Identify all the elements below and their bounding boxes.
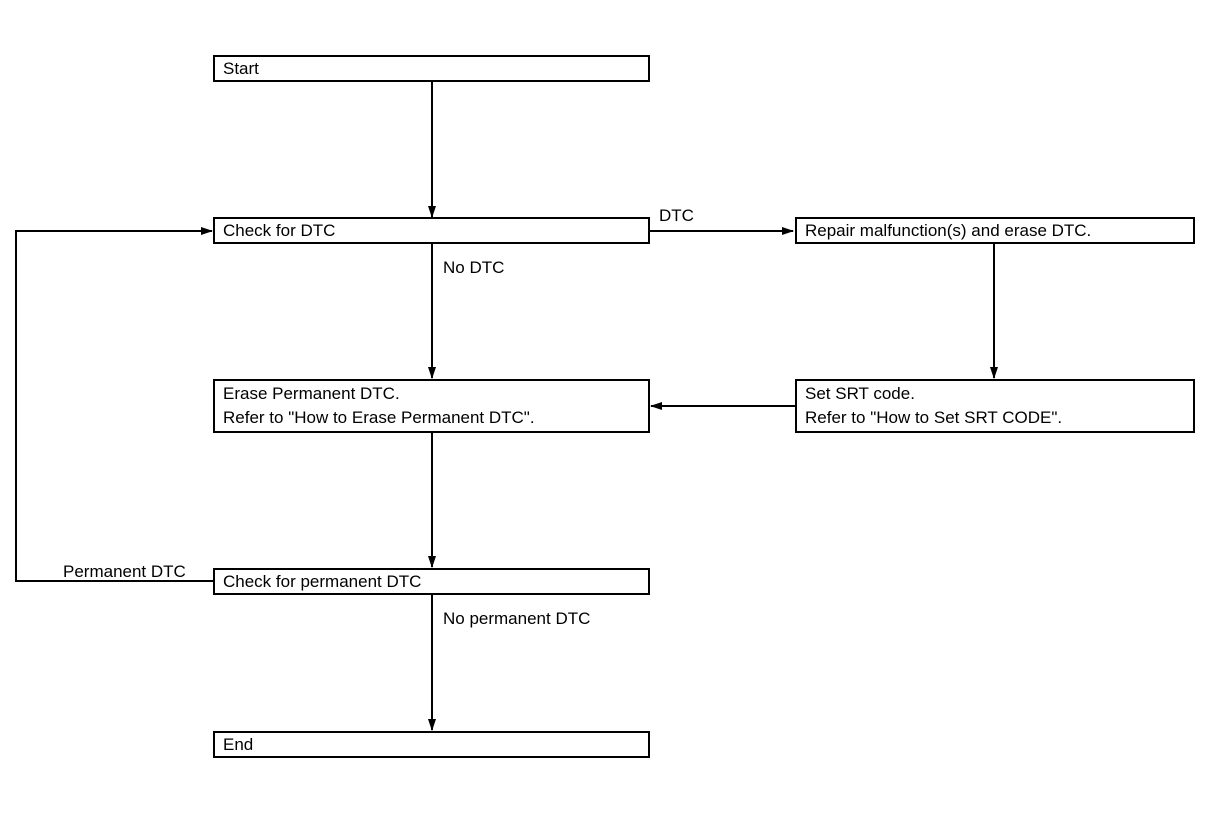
edge-label-no-permanent-dtc: No permanent DTC xyxy=(443,609,591,628)
set-srt-code-line-2: Refer to "How to Set SRT CODE". xyxy=(805,408,1063,427)
end-box-text: End xyxy=(223,735,254,754)
erase-permanent-dtc-line-1: Erase Permanent DTC. xyxy=(223,384,400,403)
edge-label-dtc: DTC xyxy=(659,206,694,225)
check-dtc-box: Check for DTC xyxy=(213,217,650,244)
check-permanent-dtc-box-text: Check for permanent DTC xyxy=(223,572,422,591)
repair-box-text: Repair malfunction(s) and erase DTC. xyxy=(805,221,1092,240)
check-dtc-box-text: Check for DTC xyxy=(223,221,336,240)
start-box: Start xyxy=(213,55,650,82)
check-permanent-dtc-box: Check for permanent DTC xyxy=(213,568,650,595)
repair-box: Repair malfunction(s) and erase DTC. xyxy=(795,217,1195,244)
edge-label-no-dtc: No DTC xyxy=(443,258,505,277)
erase-permanent-dtc-box: Erase Permanent DTC. Refer to "How to Er… xyxy=(213,379,650,433)
set-srt-code-line-1: Set SRT code. xyxy=(805,384,915,403)
erase-permanent-dtc-line-2: Refer to "How to Erase Permanent DTC". xyxy=(223,408,535,427)
end-box: End xyxy=(213,731,650,758)
set-srt-code-box: Set SRT code. Refer to "How to Set SRT C… xyxy=(795,379,1195,433)
arrow-check-permanent-loop-to-check-dtc xyxy=(15,227,214,582)
start-box-text: Start xyxy=(223,59,259,78)
edge-label-permanent-dtc: Permanent DTC xyxy=(63,562,186,581)
